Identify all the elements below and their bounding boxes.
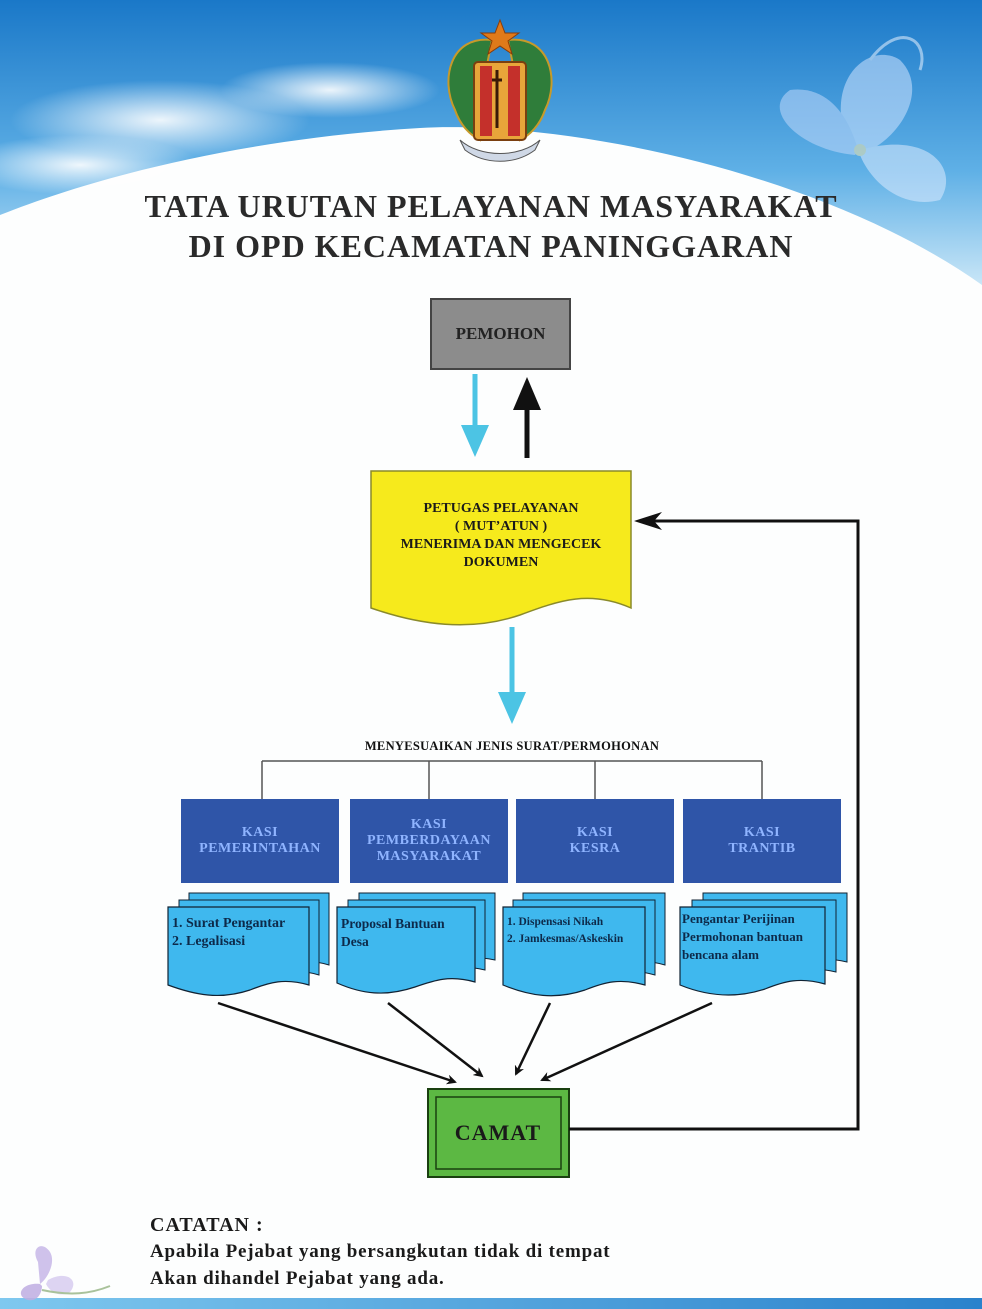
kasi-pemerintahan-label: KASI PEMERINTAHAN: [199, 825, 321, 856]
menyesuaikan-label: MENYESUAIKAN JENIS SURAT/PERMOHONAN: [364, 739, 660, 753]
kasi-trantib-box: KASI TRANTIB: [683, 799, 841, 883]
sky-header: [0, 0, 982, 285]
doc-stack-trantib: [679, 892, 848, 996]
page-title-line2: DI OPD KECAMATAN PANINGGARAN: [188, 228, 794, 264]
arrow-down-to-kasi: [498, 627, 526, 724]
page-title-line1: TATA URUTAN PELAYANAN MASYARAKAT: [144, 188, 838, 224]
kasi-pemberdayaan-label: KASI PEMBERDAYAAN MASYARAKAT: [367, 817, 491, 864]
doc-trantib-text: Pengantar Perijinan Permohonan bantuan b…: [682, 911, 803, 962]
pemohon-box: PEMOHON: [430, 298, 571, 370]
kasi-kesra-box: KASI KESRA: [516, 799, 674, 883]
doc-pemerintahan-text: 1. Surat Pengantar 2. Legalisasi: [172, 916, 286, 949]
return-line: [569, 512, 860, 1131]
emblem-logo: [447, 18, 553, 162]
flower-decoration: [779, 36, 947, 202]
bottom-flower-decoration: [20, 1246, 111, 1301]
arrows-to-camat: [217, 1001, 713, 1085]
note-line-2: Akan dihandel Pejabat yang ada.: [150, 1268, 445, 1289]
arrow-down-to-petugas: [461, 374, 489, 457]
cloud: [220, 62, 440, 118]
arrow-up-to-pemohon: [513, 377, 541, 458]
note-title: CATATAN :: [150, 1214, 264, 1236]
kasi-pemerintahan-box: KASI PEMERINTAHAN: [181, 799, 339, 883]
bottom-bar: [0, 1298, 982, 1309]
kasi-bracket: [261, 760, 763, 799]
camat-box: [427, 1088, 570, 1178]
kasi-pemberdayaan-box: KASI PEMBERDAYAAN MASYARAKAT: [350, 799, 508, 883]
petugas-box: [370, 470, 632, 626]
note-line-1: Apabila Pejabat yang bersangkutan tidak …: [150, 1241, 611, 1262]
doc-stack-pemberdayaan: [336, 892, 496, 994]
doc-stack-kesra: [502, 892, 666, 997]
cloud: [0, 135, 200, 195]
doc-kesra-text: 1. Dispensasi Nikah 2. Jamkesmas/Askeski…: [507, 916, 624, 945]
kasi-kesra-label: KASI KESRA: [569, 825, 621, 856]
kasi-trantib-label: KASI TRANTIB: [728, 825, 796, 856]
camat-label: CAMAT: [454, 1120, 542, 1145]
petugas-label: PETUGAS PELAYANAN ( MUT’ATUN ) MENERIMA …: [400, 501, 602, 570]
doc-pemberdayaan-text: Proposal Bantuan Desa: [341, 916, 445, 949]
doc-stack-pemerintahan: [167, 892, 330, 997]
